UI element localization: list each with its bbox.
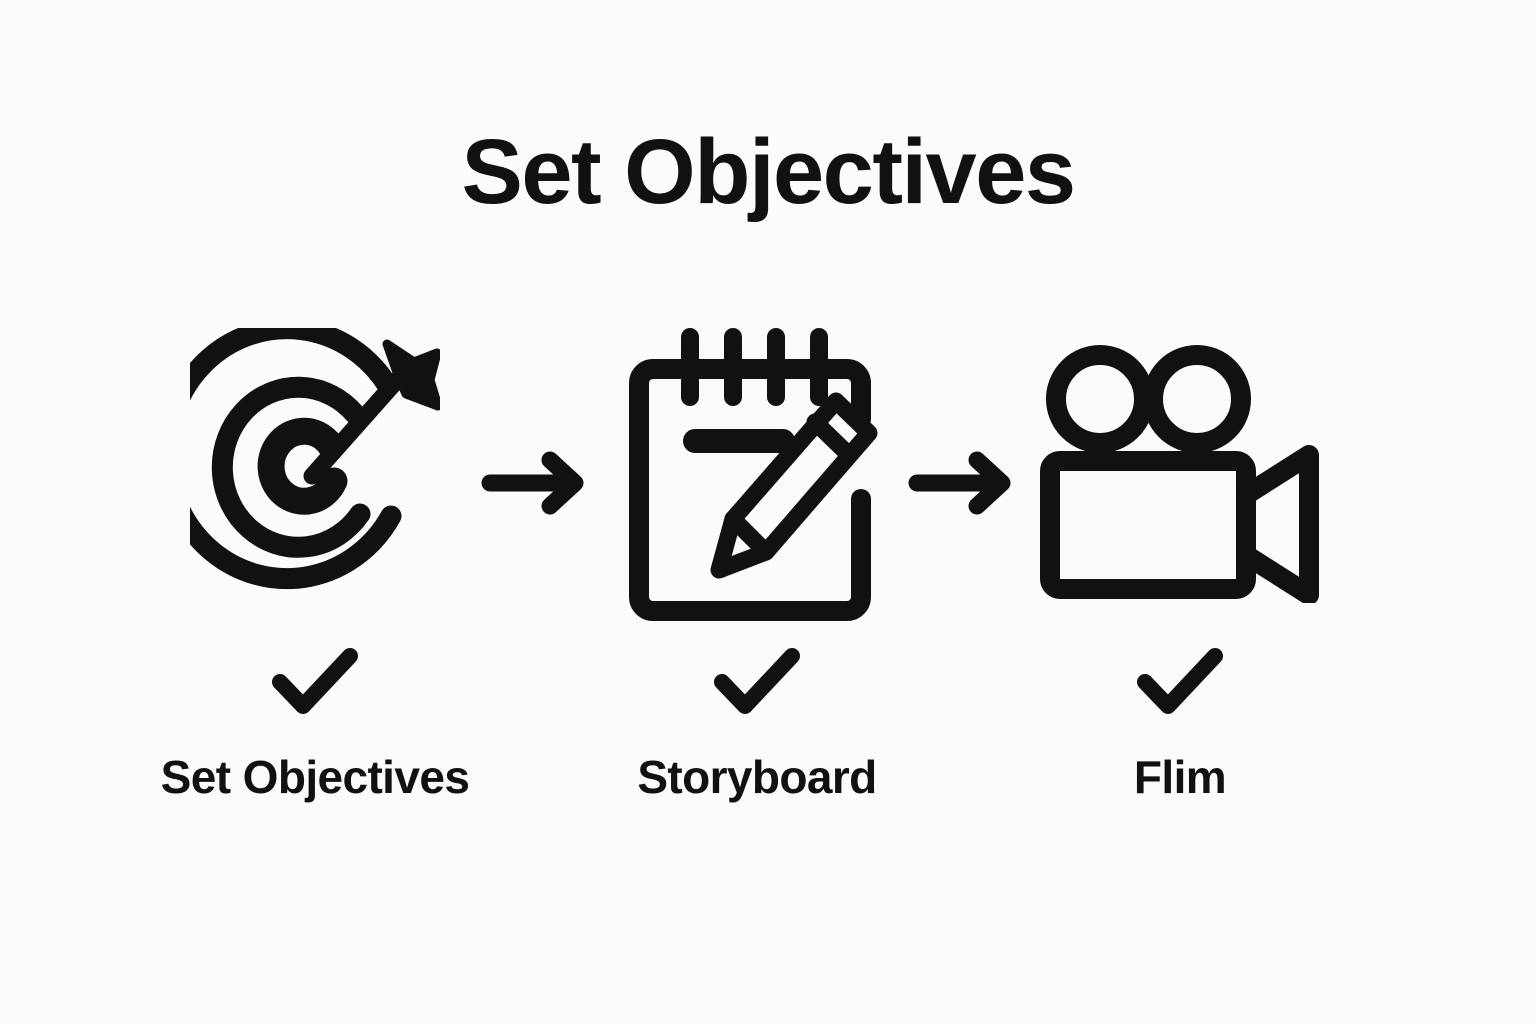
target-arrow-icon [165,318,465,628]
arrow-right-icon [905,448,1025,518]
label-row: Set Objectives Storyboard Flim [0,648,1536,848]
step-label: Storyboard [637,751,877,803]
step-label: Set Objectives [160,751,470,803]
arrow-right-icon [478,448,598,518]
flow-step-storyboard[interactable] [608,318,908,628]
label-group-storyboard: Storyboard [527,648,987,800]
flow-step-set-objectives[interactable] [165,318,465,628]
notepad-pencil-icon [608,318,908,628]
flow-step-flim[interactable] [1030,318,1330,628]
check-icon [272,648,358,718]
flow-row [0,318,1536,628]
check-icon [1137,648,1223,718]
page-title: Set Objectives [461,121,1076,223]
check-icon [714,648,800,718]
label-group-set-objectives: Set Objectives [85,648,545,800]
label-group-flim: Flim [950,648,1410,800]
film-camera-icon [1030,318,1330,628]
step-label: Flim [1133,751,1227,803]
